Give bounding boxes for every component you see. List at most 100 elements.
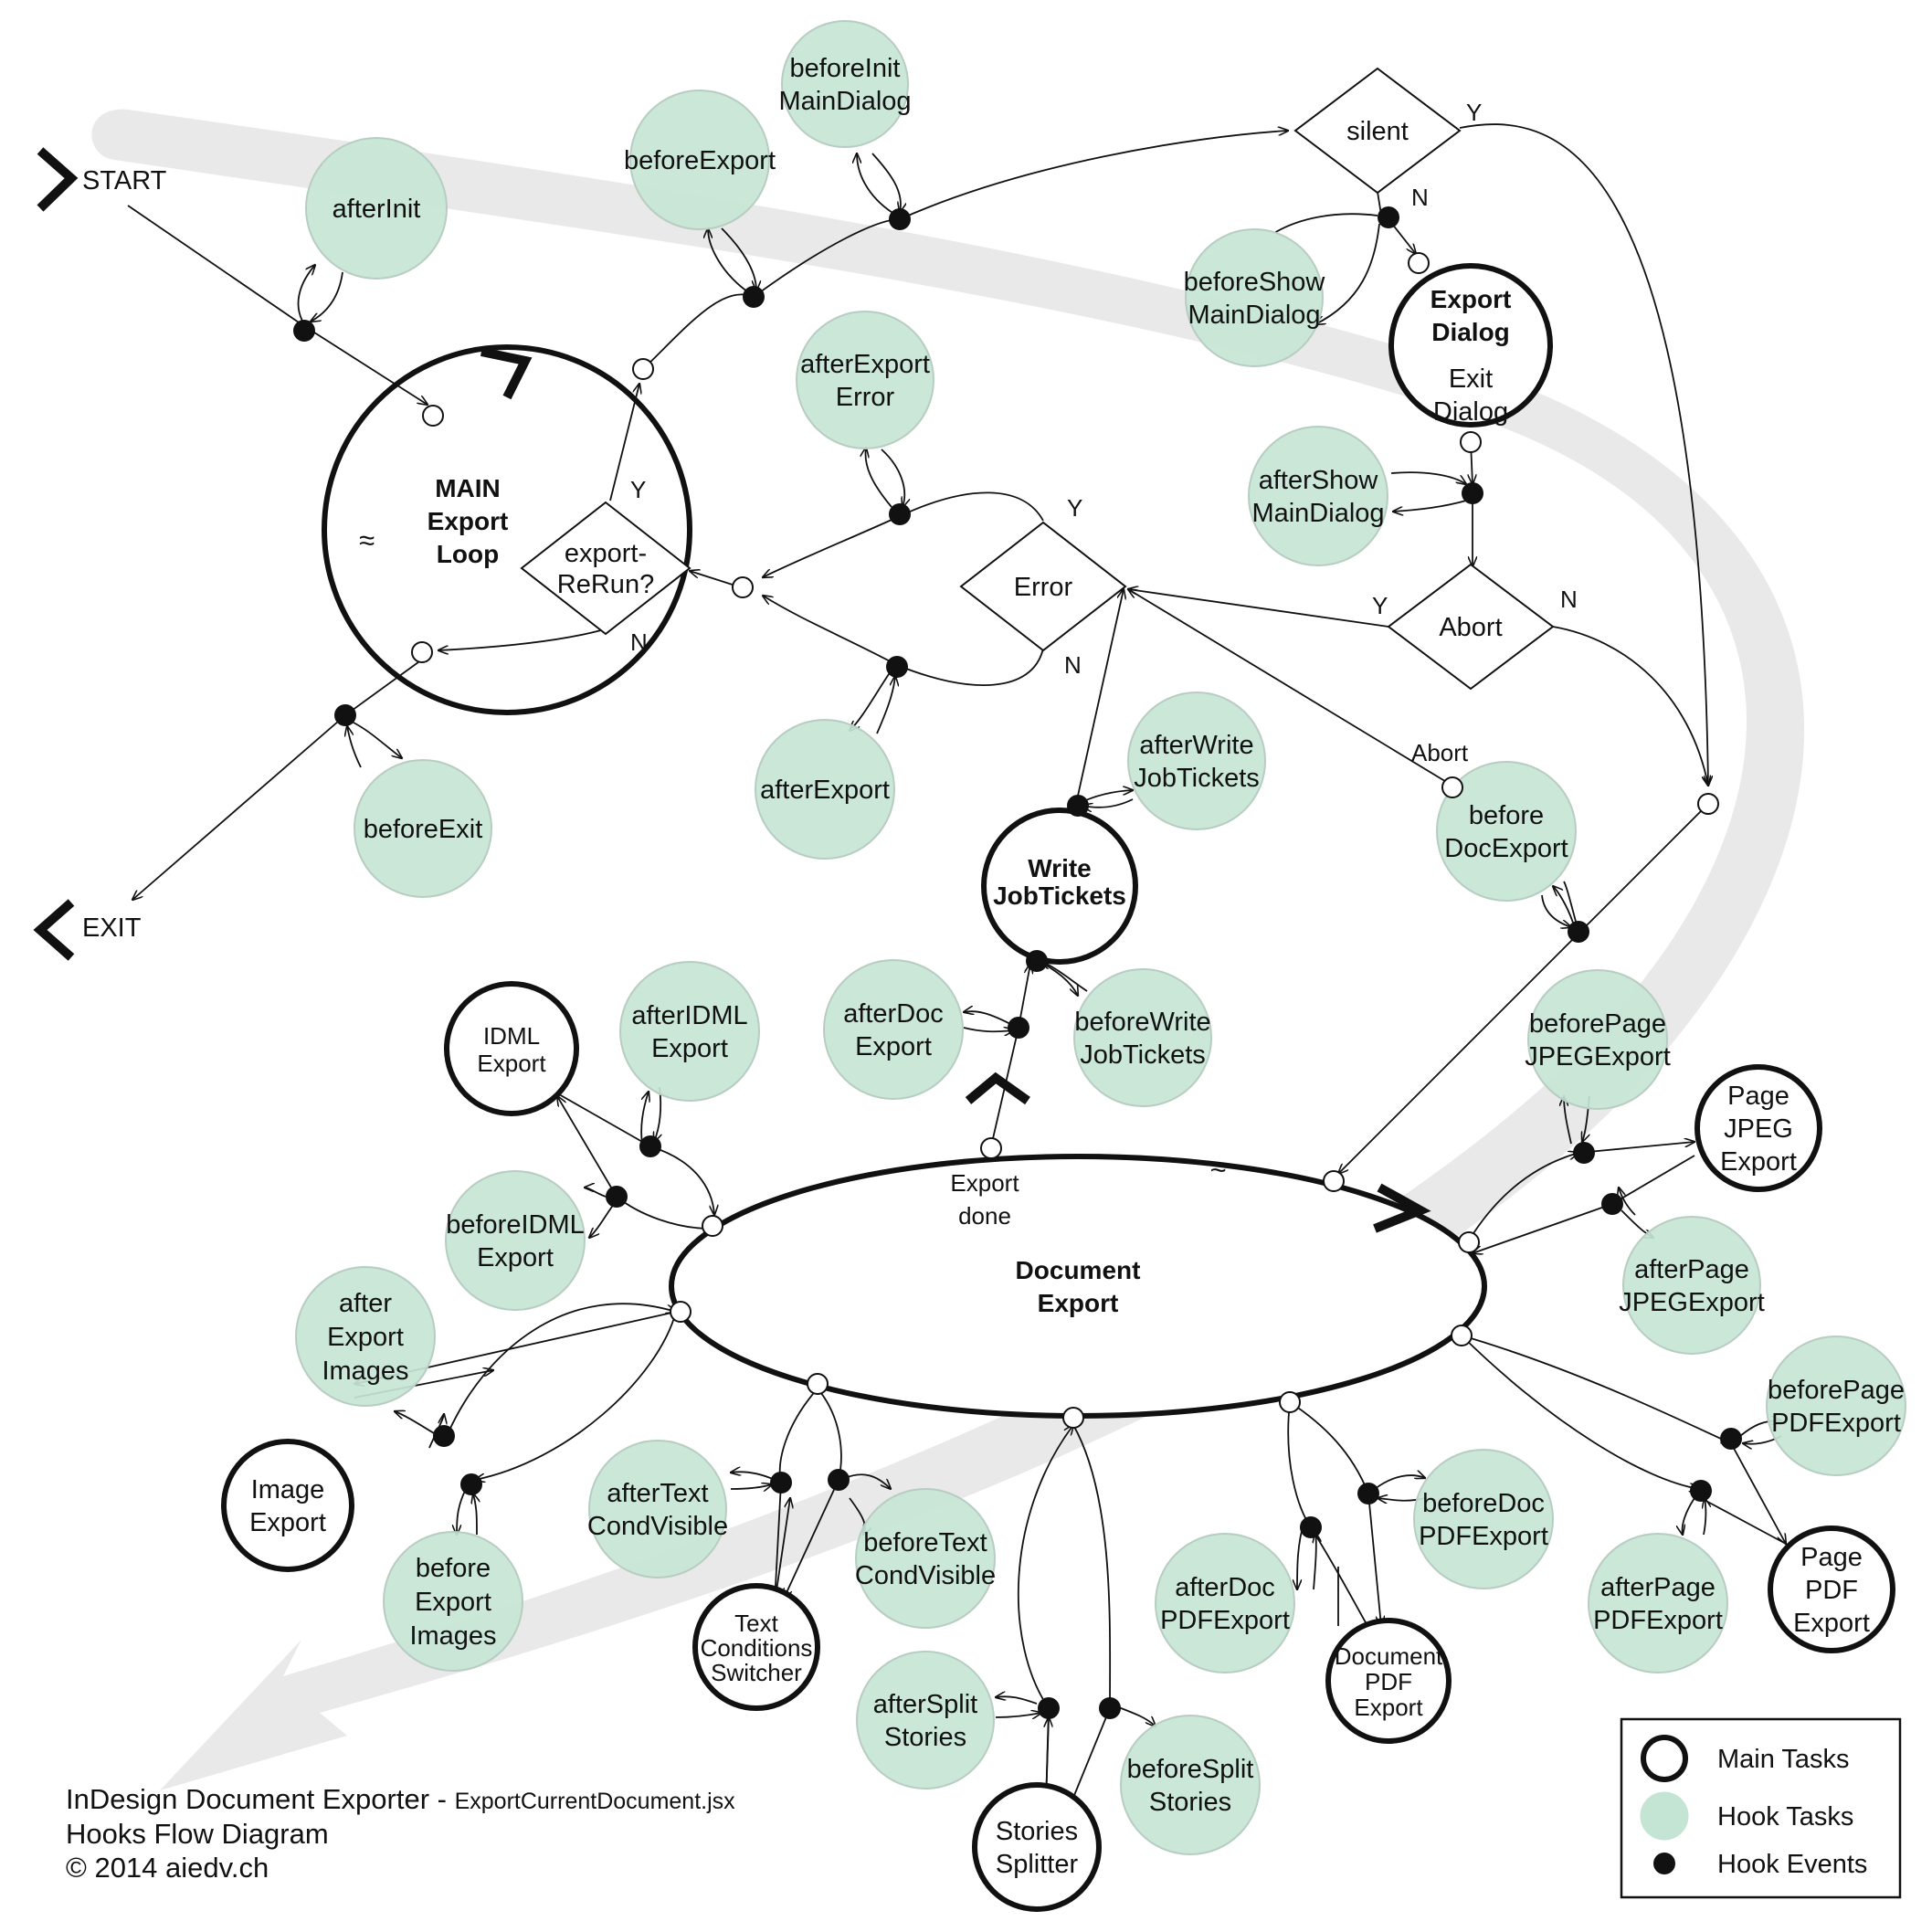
main-task-label-line: JPEG — [1724, 1114, 1793, 1144]
main-task-label-line: Export — [477, 1050, 546, 1077]
hook-event-dot — [743, 286, 765, 308]
hook-task-label-line: beforeExit — [364, 815, 483, 844]
main-task-label-line: Export — [1720, 1147, 1797, 1177]
hook-task-label-line: before — [416, 1554, 491, 1583]
hook-task-label-line: afterWrite — [1139, 731, 1253, 760]
hook-task-label-line: beforePage — [1529, 1009, 1666, 1039]
flow-edge — [642, 293, 755, 370]
flow-edge — [708, 228, 752, 295]
main-task-circle — [1694, 1064, 1822, 1192]
event-dots — [293, 206, 1742, 1719]
hook-task-label: beforeExport — [624, 146, 776, 175]
decision-diamond — [959, 521, 1127, 652]
edge-label-yes: Y — [1372, 592, 1388, 619]
hook-event-dot — [1601, 1193, 1623, 1215]
hook-event-dot — [889, 208, 911, 230]
footer-script-name: ExportCurrentDocument.jsx — [455, 1789, 736, 1814]
hook-event-dot — [1300, 1516, 1322, 1538]
flow-edge — [963, 1028, 1014, 1031]
flow-edge — [774, 1482, 782, 1604]
hook-event-dot — [1067, 795, 1089, 817]
flow-edge — [1018, 1425, 1073, 1709]
hook-task-label-line: PDFExport — [1419, 1522, 1548, 1551]
flow-edge — [1115, 1705, 1156, 1726]
main-task-label-line: PDF — [1805, 1576, 1858, 1605]
hook-task-circle — [796, 311, 934, 449]
decision-abort-label: Abort — [1439, 613, 1502, 642]
decision-diamond — [1387, 563, 1555, 691]
loop-break-mark: ≈ — [1210, 1151, 1226, 1183]
flow-edge — [1553, 886, 1574, 924]
main-task-label-line: Switcher — [711, 1659, 802, 1686]
flow-edge — [784, 1479, 839, 1599]
main-task-circle — [972, 1782, 1102, 1912]
flow-edge — [1704, 1498, 1705, 1536]
hook-task-label-line: beforeDoc — [1422, 1489, 1545, 1518]
hook-task-label-line: beforeWrite — [1074, 1008, 1210, 1037]
edge-label-no: N — [1560, 586, 1578, 613]
main-task-label-line: Conditions — [701, 1634, 813, 1662]
hook-event-dot — [1357, 1483, 1379, 1504]
edge-label-yes: Y — [630, 476, 646, 503]
document-export-label-line: Export — [1038, 1289, 1119, 1317]
hook-event-dot — [828, 1469, 850, 1491]
hook-event-dot — [1568, 921, 1589, 943]
main-task-label-line: IDML — [483, 1022, 540, 1050]
port-node — [1279, 1391, 1301, 1413]
hook-task-label-line: CondVisible — [855, 1561, 996, 1590]
hook-task-label-line: Export — [855, 1032, 932, 1061]
main-task-circle — [692, 1583, 820, 1711]
hook-task-circle — [1120, 1715, 1261, 1855]
hook-task-label-line: PDFExport — [1160, 1606, 1290, 1635]
flow-edge — [311, 271, 343, 322]
hook-event-dot — [1720, 1428, 1742, 1450]
hook-task-label-line: afterIDML — [631, 1001, 747, 1030]
hook-task-label-line: MainDialog — [1188, 301, 1320, 330]
hook-event-dot — [889, 503, 911, 525]
flow-edge — [1128, 589, 1389, 628]
flow-edge — [351, 721, 402, 758]
flow-edge — [301, 323, 428, 405]
hook-task-label-line: JobTickets — [1080, 1040, 1206, 1070]
flow-edge — [1461, 1335, 1731, 1443]
decision-export-rerun-label-line: export- — [565, 539, 647, 568]
hook-task-circle — [855, 1488, 996, 1629]
hook-event-dot — [606, 1186, 628, 1208]
hook-task-label-line: Stories — [1149, 1788, 1231, 1817]
hook-task-label-line: Images — [409, 1621, 496, 1651]
flow-edge — [899, 491, 1044, 522]
hook-task-circle — [755, 719, 895, 860]
export-dialog-label-line: Export — [1431, 285, 1512, 313]
flow-edge — [1374, 1475, 1425, 1490]
flow-edge — [589, 1203, 615, 1238]
flow-edge — [1072, 1424, 1110, 1708]
flow-edge — [721, 227, 756, 290]
flow-edge — [899, 131, 1288, 220]
hook-task-circle — [305, 137, 448, 280]
hook-task-label-line: JPEGExport — [1525, 1042, 1671, 1072]
edge-label-export-done-line: done — [958, 1202, 1011, 1230]
hook-task-label-line: beforeSplit — [1127, 1755, 1254, 1784]
hook-task-label: afterExport — [760, 776, 890, 805]
hook-task-circle — [629, 90, 770, 230]
hook-task-label-line: beforeExport — [624, 146, 776, 175]
decision-abort-label-line: Abort — [1439, 613, 1502, 642]
flow-edge — [995, 1713, 1041, 1717]
hook-task-label-line: beforePage — [1768, 1376, 1905, 1405]
main-task-circle — [1768, 1526, 1895, 1653]
